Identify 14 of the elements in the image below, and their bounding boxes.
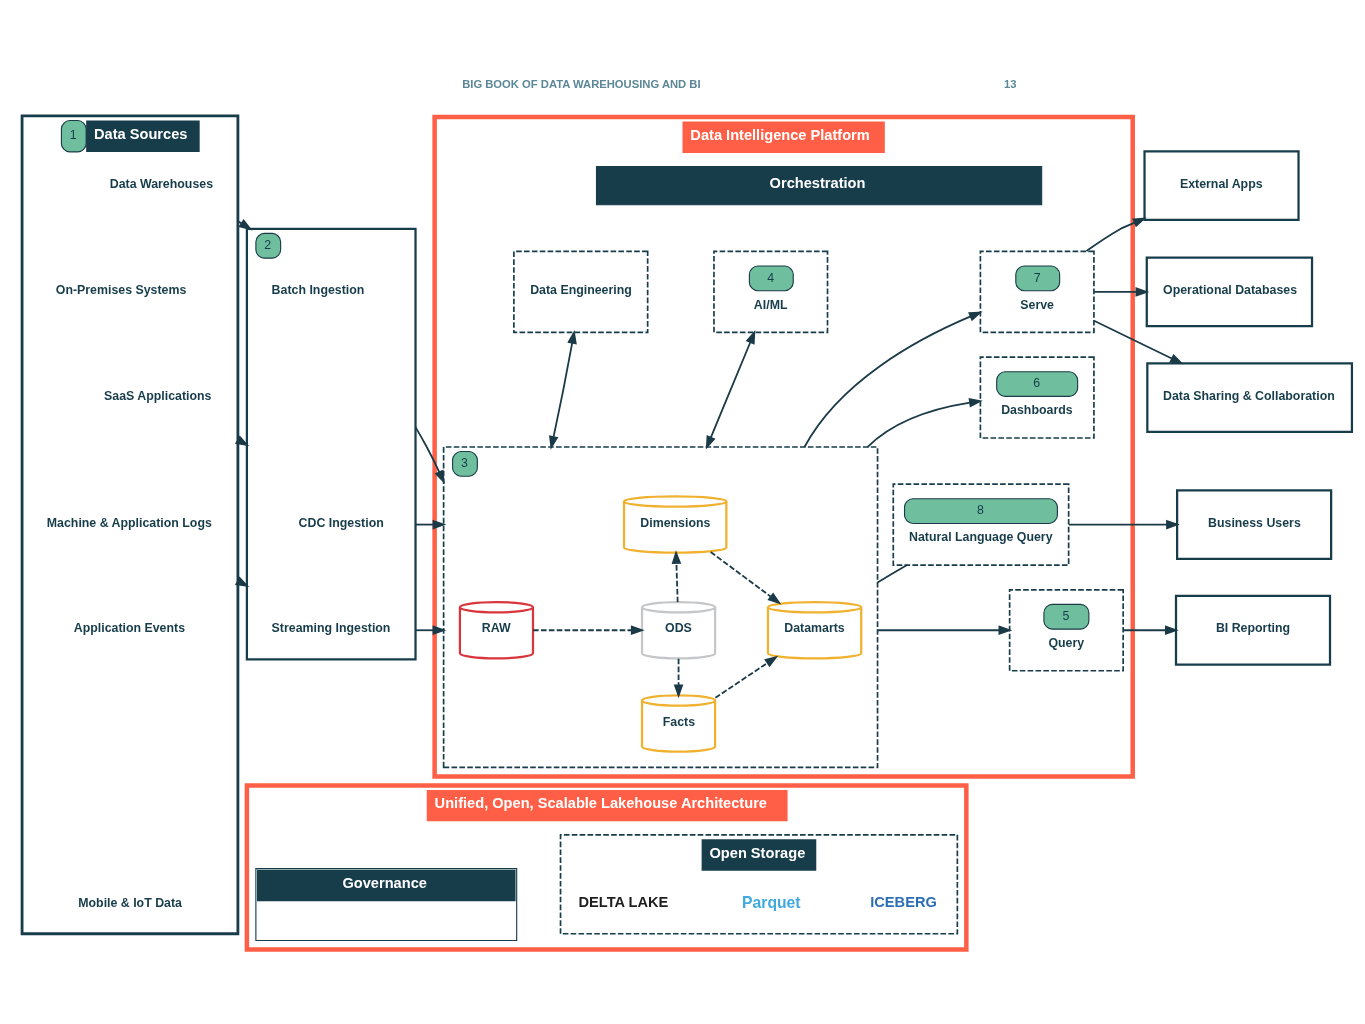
label: DELTA LAKE — [578, 893, 669, 910]
label: Parquet — [742, 893, 801, 911]
node-text: CDC Ingestion — [298, 515, 384, 530]
node-text: Streaming Ingestion — [271, 620, 391, 635]
node-text: Mobile & IoT Data — [78, 895, 182, 910]
node-text: Batch Ingestion — [271, 282, 365, 297]
node-text: SaaS Applications — [104, 388, 212, 403]
node-text: On-Premises Systems — [55, 282, 187, 297]
node-text: Application Events — [73, 620, 186, 635]
node-text: Data Warehouses — [109, 176, 214, 191]
label: 13 — [1004, 77, 1017, 90]
label: BIG BOOK OF DATA WAREHOUSING AND BI — [462, 77, 701, 90]
node-text: Machine & Application Logs — [46, 515, 212, 530]
label: ICEBERG — [870, 893, 937, 910]
